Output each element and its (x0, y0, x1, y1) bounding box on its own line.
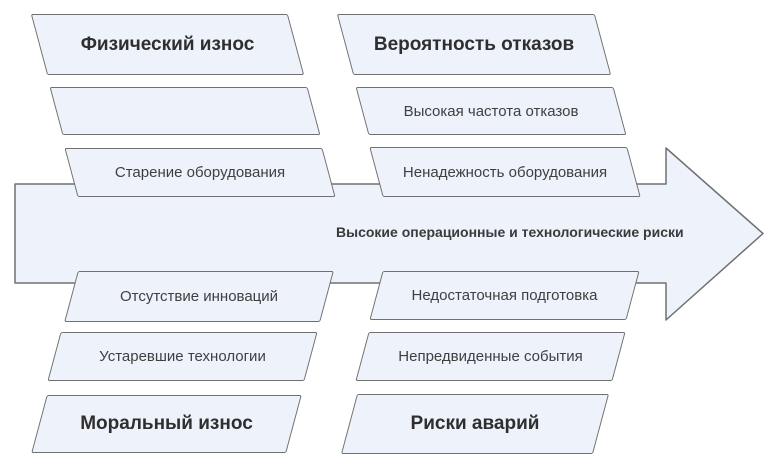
category-label: Моральный износ (80, 413, 253, 434)
cause-box-insufficient-training: Недостаточная подготовка (369, 271, 640, 320)
category-box-physical-wear: Физический износ (30, 14, 305, 75)
cause-label: Старение оборудования (114, 164, 286, 181)
parallelogram-shape (49, 87, 321, 135)
cause-label: Непредвиденные события (398, 348, 583, 365)
category-label: Риски аварий (410, 413, 540, 434)
cause-box-outdated-technologies: Устаревшие технологии (47, 332, 318, 381)
cause-label: Недостаточная подготовка (411, 287, 598, 304)
category-label: Вероятность отказов (373, 33, 575, 55)
cause-box-equipment-unreliability: Ненадежность оборудования (369, 147, 641, 197)
cause-label: Ненадежность оборудования (402, 163, 608, 181)
cause-box-high-failure-rate: Высокая частота отказов (355, 87, 627, 135)
cause-label: Отсутствие инноваций (119, 288, 279, 305)
cause-label: Высокая частота отказов (403, 102, 579, 120)
cause-box-empty (49, 87, 321, 135)
cause-box-equipment-aging: Старение оборудования (64, 148, 336, 197)
category-box-accident-risks: Риски аварий (340, 394, 610, 454)
category-label: Физический износ (80, 33, 255, 55)
arrow-effect-label: Высокие операционные и технологические р… (336, 224, 684, 240)
category-box-failure-probability: Вероятность отказов (336, 14, 612, 75)
cause-box-lack-of-innovation: Отсутствие инноваций (64, 271, 334, 322)
category-box-obsolescence: Моральный износ (31, 395, 302, 453)
cause-label: Устаревшие технологии (99, 348, 266, 365)
cause-box-unforeseen-events: Непредвиденные события (355, 332, 626, 381)
